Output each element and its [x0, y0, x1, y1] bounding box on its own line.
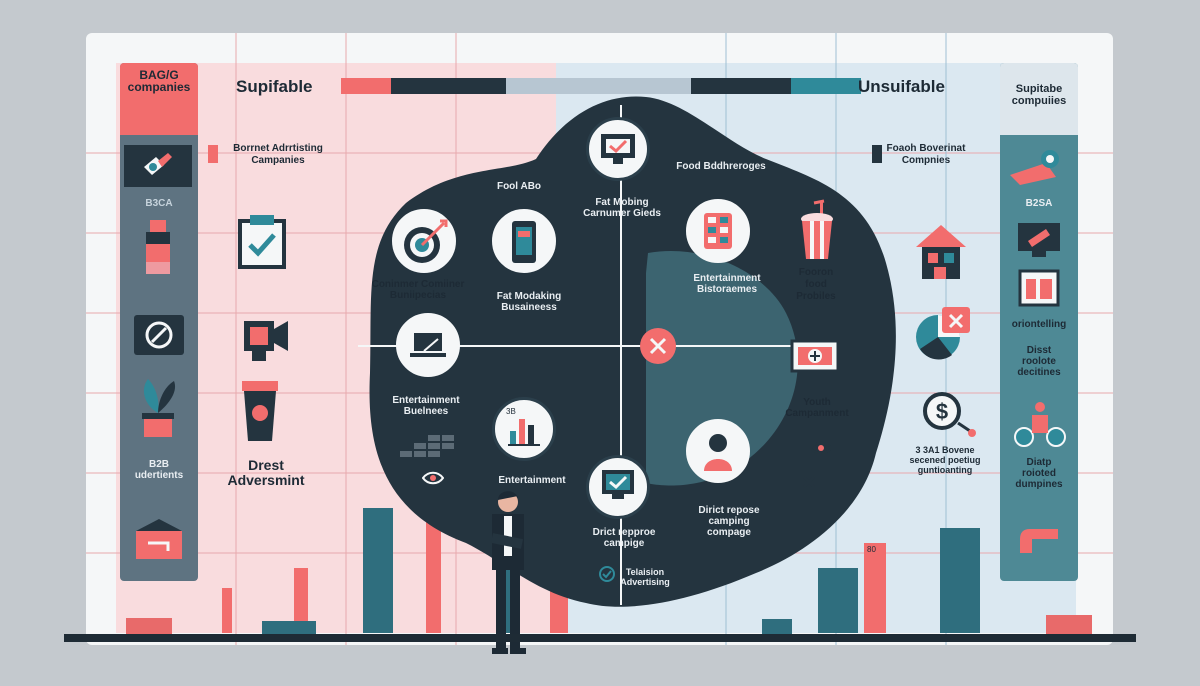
center-top-label: Fat Mobing Carnumer Gieds	[583, 197, 661, 219]
right-label-d: Diatp roioted dumpines	[1015, 457, 1063, 490]
right-label-b: Disst roolote decitines	[1017, 345, 1061, 378]
direct-right-label: Dirict repose camping compage	[698, 505, 760, 538]
suitable-title: Supifable	[236, 77, 313, 96]
bar	[940, 528, 980, 633]
no-sign-icon	[134, 315, 184, 355]
direct-left-label: Drict repproe campige	[592, 527, 656, 549]
right-label-a: oriontelling	[1011, 319, 1067, 330]
left-top-tag	[120, 63, 198, 135]
check-circle-icon	[599, 566, 615, 582]
bar	[294, 568, 308, 633]
advertising-companies-label: Borrnet Adrrtisting Campanies	[233, 143, 323, 166]
left-top-tag-text: BAG/G companies	[127, 68, 191, 94]
eye-icon	[422, 471, 444, 485]
header-strip	[791, 78, 861, 94]
header-strip	[506, 78, 691, 94]
eye-icon	[810, 441, 832, 455]
consumer-business-label: Coninmer Comiiner Buniipecias	[371, 279, 465, 301]
laptop-gear-icon	[1010, 150, 1059, 185]
frame-icon	[1018, 269, 1060, 307]
fat-business-label: Fat Modaking Busaineess	[496, 291, 562, 313]
right-top-tag-text: Supitabe compuiies	[1011, 83, 1067, 107]
right-sub-tag: B2SA	[1025, 198, 1053, 209]
center-top-right-label: Food Bddhreroges	[676, 161, 766, 172]
close-icon	[649, 337, 667, 355]
grid-icon	[704, 213, 732, 249]
left-sub-tag: B3CA	[145, 198, 173, 209]
infographic-board: Supifable Unsuifable BAG/G companies B3C…	[86, 33, 1113, 645]
header-strip	[391, 78, 506, 94]
brand-icon	[144, 153, 172, 175]
pedestal-block	[762, 619, 792, 637]
monitor-check-icon	[601, 134, 635, 164]
left-label-strip	[208, 145, 218, 163]
small-x-icon	[803, 476, 815, 488]
check-monitor-icon	[602, 470, 634, 499]
bar	[818, 568, 858, 633]
floor-line	[64, 634, 1136, 642]
pie-x-icon	[916, 307, 970, 360]
brick-stack-icon	[400, 435, 454, 457]
header-strip	[341, 78, 391, 94]
pedestal-block	[126, 618, 172, 638]
popcorn-icon	[801, 199, 833, 259]
bottle-icon	[146, 220, 170, 274]
youth-campaign-label: Youth Campanment	[785, 397, 849, 419]
right-label-strip	[872, 145, 882, 163]
tv-advertising-label: Telaision Advertising	[620, 567, 670, 587]
checkbox-icon	[238, 215, 286, 269]
left-bottom-tag: B2B udertients	[134, 459, 184, 481]
crosshair-horizontal	[358, 345, 818, 347]
dollar-icon: $	[923, 392, 976, 437]
direct-advertisement-label: Drest Adversmint	[227, 457, 305, 488]
coffee-cup-icon	[242, 381, 278, 441]
bar	[426, 498, 441, 633]
unsuitable-title: Unsuifable	[858, 77, 945, 96]
crosshair-vertical	[620, 105, 622, 605]
window-icon	[136, 519, 182, 559]
pedestal-block	[262, 621, 316, 637]
center-top-small-label: Fool ABo	[496, 181, 542, 192]
bar-chart-label: 3B	[506, 407, 516, 416]
bar	[864, 543, 886, 633]
right-label-c: 3 3A1 Bovene secened poetiug guntioantin…	[909, 445, 981, 475]
tv-plus-icon	[790, 339, 840, 377]
node-grid	[686, 199, 750, 263]
node-laptop	[396, 313, 460, 377]
pipe-icon	[1020, 529, 1058, 553]
phone-icon	[512, 221, 536, 263]
svg-text:$: $	[936, 399, 948, 424]
monitor-icon	[1018, 223, 1060, 257]
food-products-label: Fooron food Probiles	[796, 267, 836, 302]
house-icon	[916, 225, 966, 279]
network-icon	[1014, 402, 1066, 447]
header-strip	[691, 78, 791, 94]
bar	[222, 588, 232, 633]
entertainment-right-label: Entertainment Bistoraemes	[693, 273, 761, 295]
target-icon	[404, 219, 448, 263]
laptop-icon	[410, 333, 446, 357]
right-panel	[1000, 63, 1078, 581]
person-icon	[704, 434, 732, 471]
entertainment-bottom-label: Entertainment	[498, 475, 566, 486]
food-beverage-label: Foaoh Boverinat Compnies	[886, 143, 966, 166]
bar	[363, 508, 393, 633]
bar-chart-icon	[508, 419, 540, 446]
bar-value-label: 80	[867, 545, 876, 554]
plant-icon	[142, 379, 176, 437]
standing-person-figure	[491, 491, 526, 654]
pedestal-block	[1046, 615, 1092, 637]
camera-icon	[244, 321, 288, 361]
entertainment-left-label: Entertainment Buelnees	[392, 395, 460, 417]
right-top-tag	[1000, 63, 1078, 135]
